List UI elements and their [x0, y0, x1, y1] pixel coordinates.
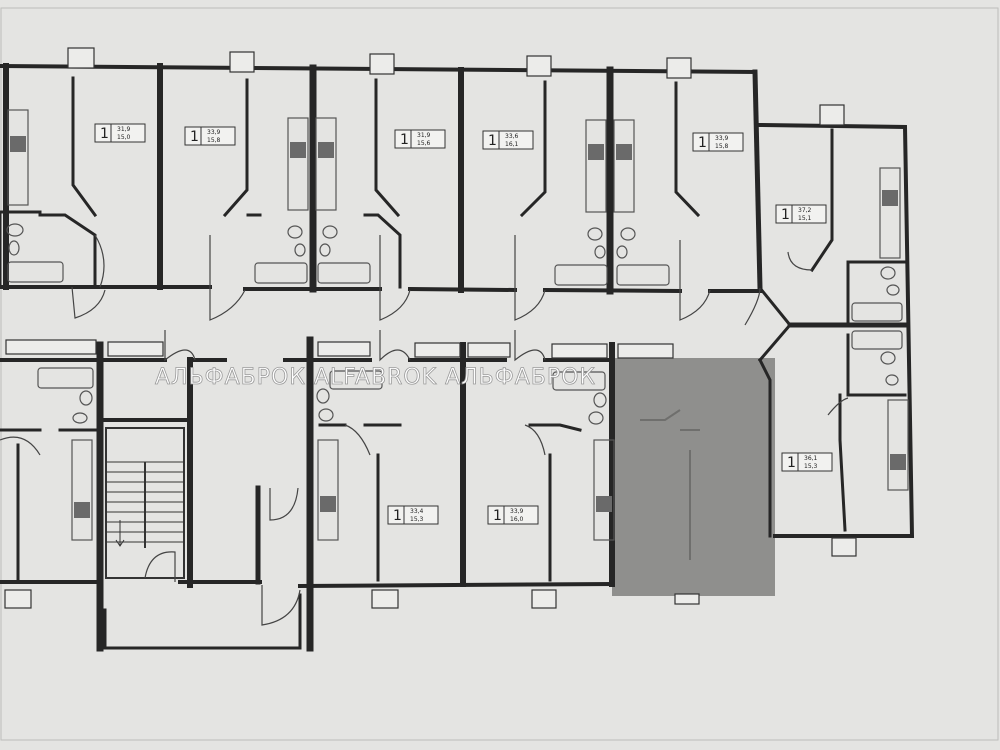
apartment-living-area: 15,0 [117, 134, 131, 141]
watermark-text: АЛЬФАБРОК ALFABROK АЛЬФАБРОК [155, 365, 596, 390]
apartment-rooms: 1 [493, 508, 502, 524]
apartment-living-area: 15,1 [798, 215, 812, 222]
apartment-rooms: 1 [400, 132, 409, 148]
apartment-rooms: 1 [488, 133, 497, 149]
apartment-rooms: 1 [393, 508, 402, 524]
apartment-total-area: 31,9 [417, 132, 431, 139]
apartment-rooms: 1 [787, 455, 796, 471]
door-swings [0, 234, 849, 626]
apartment-label[interactable]: 1 36,1 15,3 [781, 452, 833, 472]
apartment-rooms: 1 [698, 135, 707, 151]
apartment-living-area: 16,1 [505, 141, 519, 148]
apartment-total-area: 36,1 [804, 455, 818, 462]
apartment-label[interactable]: 1 33,9 15,8 [184, 126, 236, 146]
apartment-rooms: 1 [781, 207, 790, 223]
apartment-label[interactable]: 1 37,2 15,1 [775, 204, 827, 224]
apartment-total-area: 33,9 [207, 129, 221, 136]
apartment-living-area: 15,3 [804, 463, 818, 470]
apartment-label[interactable]: 1 33,9 15,8 [692, 132, 744, 152]
page-border [0, 7, 999, 741]
apartment-living-area: 15,3 [410, 516, 424, 523]
apartment-total-area: 33,9 [510, 508, 524, 515]
apartment-label[interactable]: 1 31,9 15,6 [394, 129, 446, 149]
stove-tiles [10, 136, 906, 518]
fixtures [6, 109, 909, 541]
apartment-total-area: 33,9 [715, 135, 729, 142]
apartment-label[interactable]: 1 33,6 16,1 [482, 130, 534, 150]
apartment-living-area: 15,6 [417, 140, 431, 147]
apartment-rooms: 1 [100, 126, 109, 142]
apartment-total-area: 33,6 [505, 133, 519, 140]
windows [4, 47, 857, 609]
apartment-label[interactable]: 1 33,4 15,3 [387, 505, 439, 525]
apartment-total-area: 37,2 [798, 207, 812, 214]
apartment-total-area: 33,4 [410, 508, 424, 515]
apartment-total-area: 31,9 [117, 126, 131, 133]
apartment-label[interactable]: 1 31,9 15,0 [94, 123, 146, 143]
apartment-living-area: 16,0 [510, 516, 524, 523]
walls [0, 63, 915, 652]
apartment-living-area: 15,8 [715, 143, 729, 150]
apartment-label[interactable]: 1 33,9 16,0 [487, 505, 539, 525]
selected-apartment-inner-lines [640, 409, 700, 560]
selected-apartment-highlight[interactable] [612, 358, 775, 596]
apartment-rooms: 1 [190, 129, 199, 145]
apartment-living-area: 15,8 [207, 137, 221, 144]
